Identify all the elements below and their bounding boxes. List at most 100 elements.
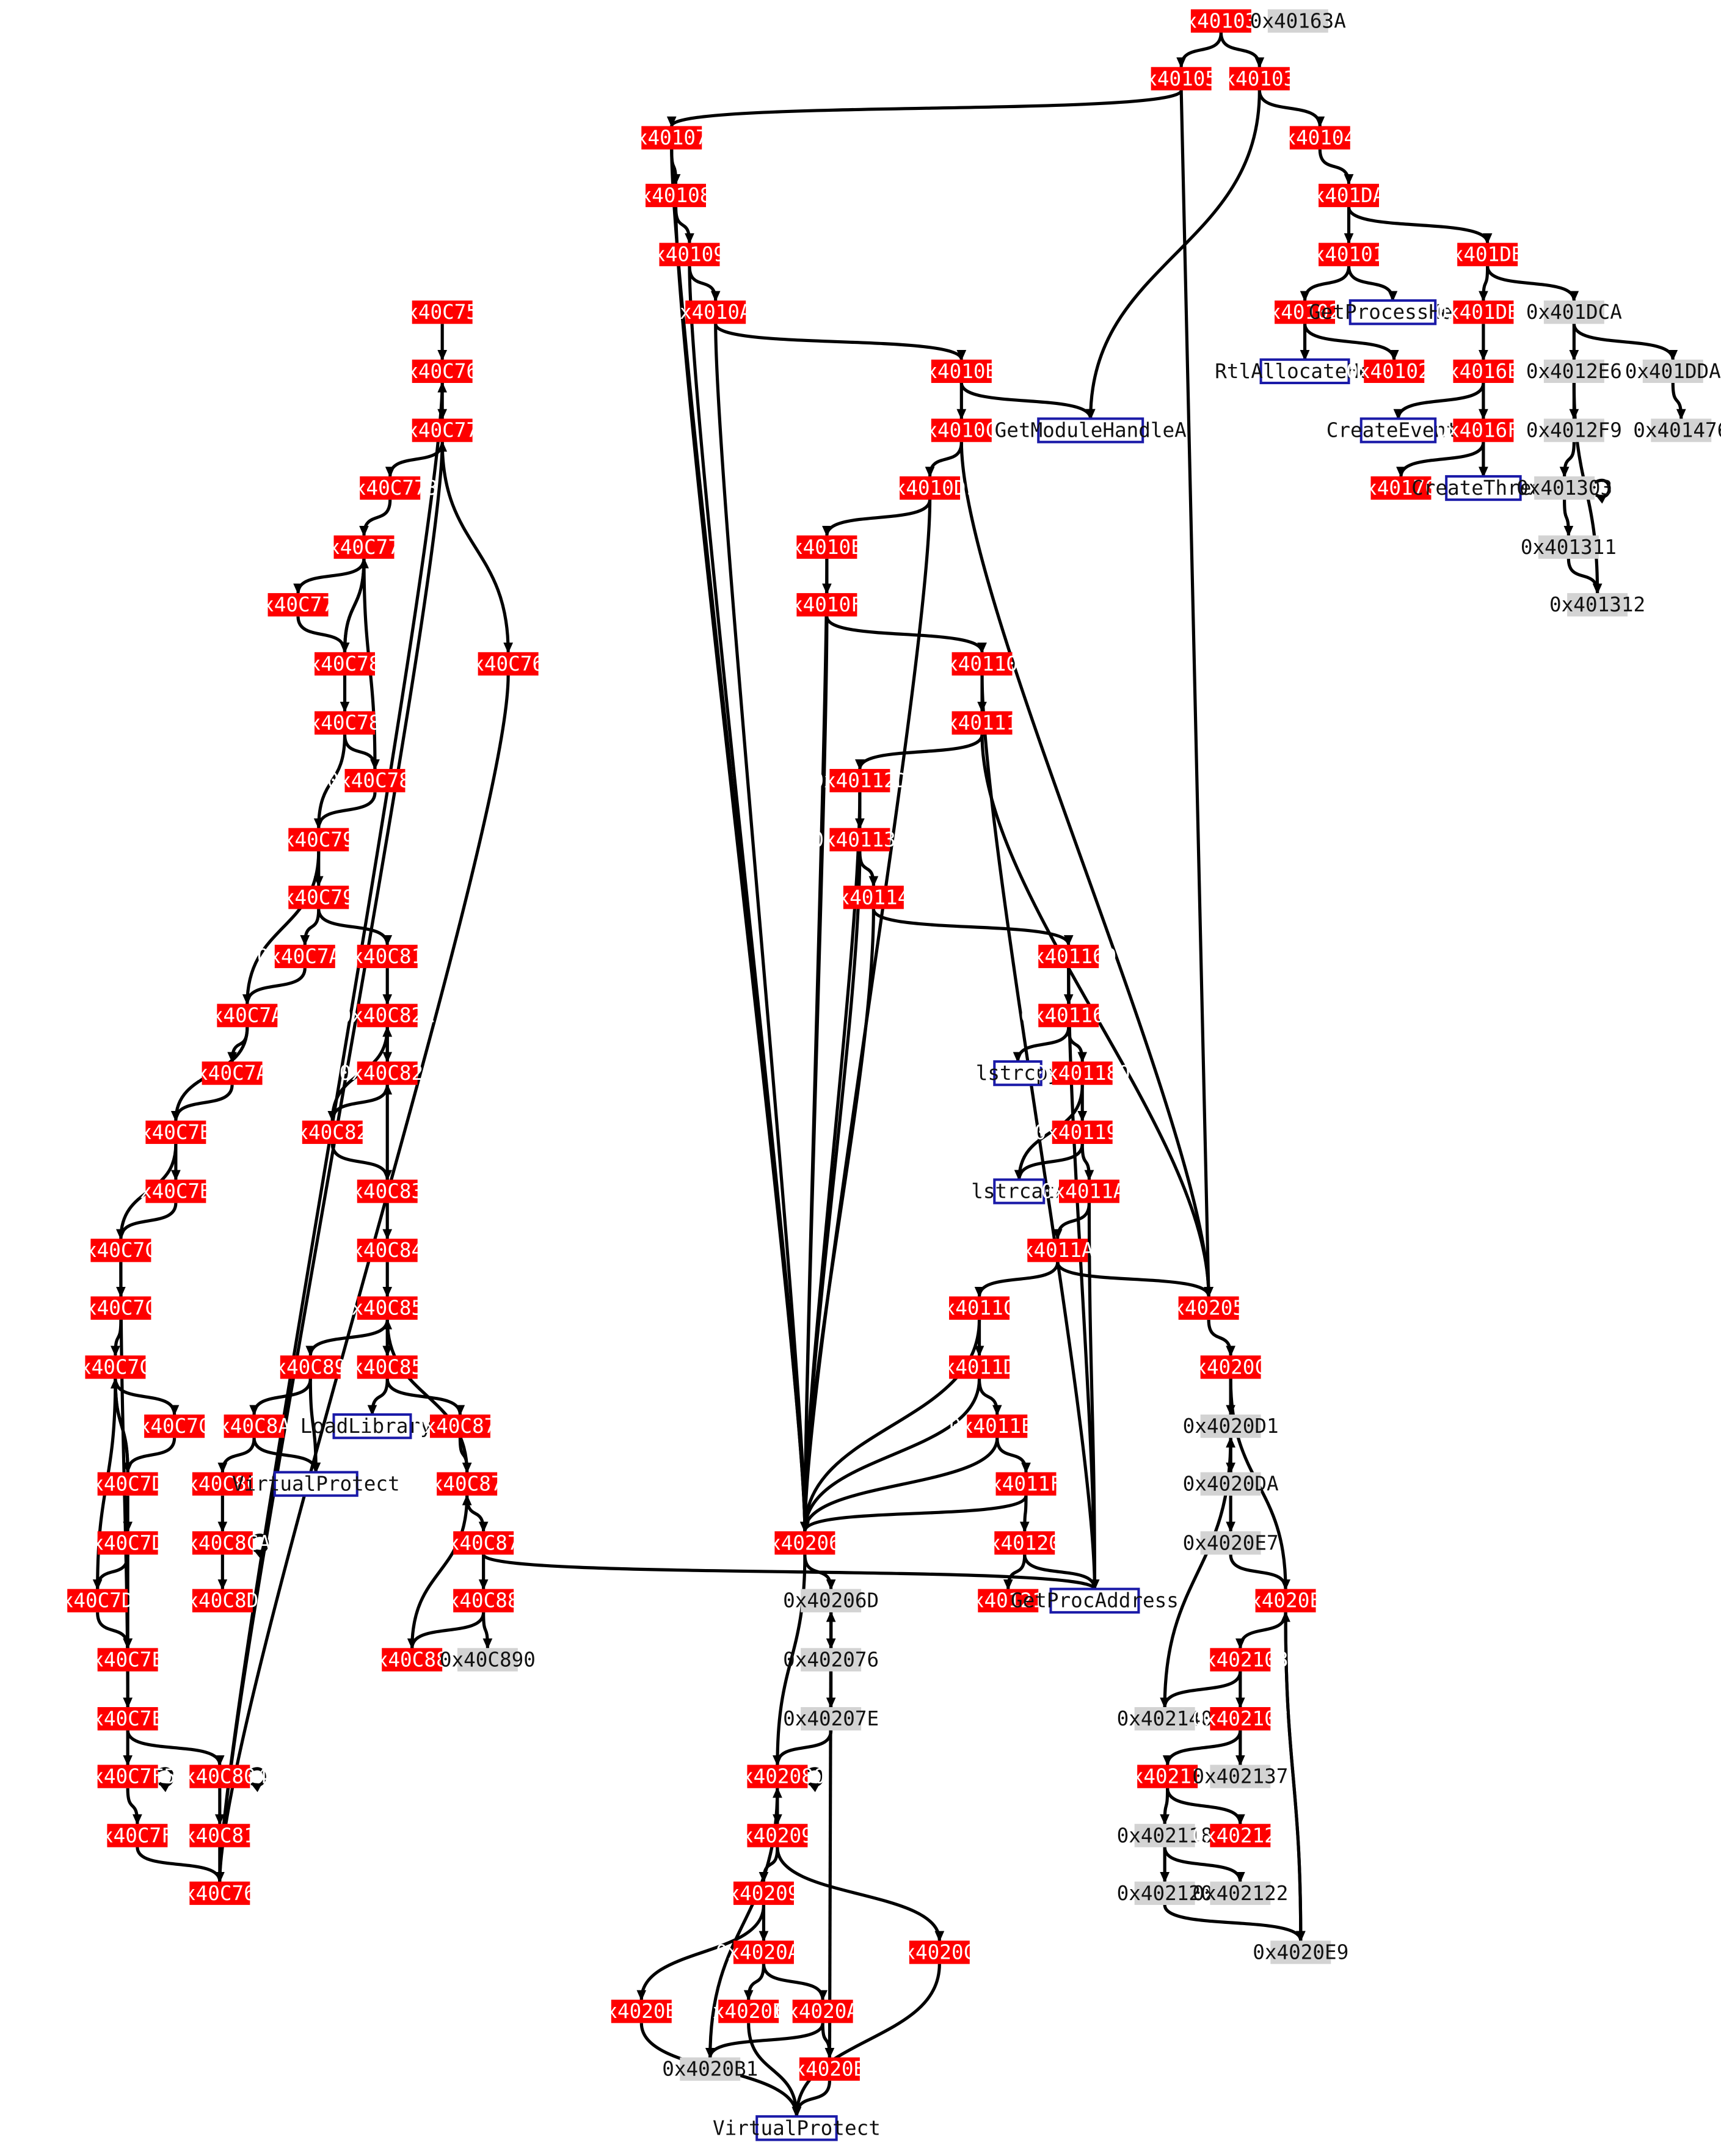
block-node-401160[interactable]: 0x401160 [1021, 944, 1116, 969]
block-node-40c81a[interactable]: 0x40C81A [340, 944, 435, 969]
block-node-40210c[interactable]: 0x40210C [1192, 1707, 1288, 1731]
block-node-40112d[interactable]: 0x40112D [812, 768, 908, 793]
block-node-4020d1[interactable]: 0x4020D1 [1183, 1415, 1279, 1438]
block-node-40c79b[interactable]: 0x40C79B [271, 886, 366, 909]
block-node-40c7a6[interactable]: 0x40C7A6 [257, 944, 353, 969]
block-node-40c76a[interactable]: 0x40C76A [395, 359, 490, 384]
block-node-401312[interactable]: 0x401312 [1549, 593, 1645, 617]
api-node-loadlibrarya[interactable]: LoadLibraryA [300, 1413, 445, 1440]
block-node-40113e[interactable]: 0x40113E [812, 828, 908, 851]
block-node-401070[interactable]: 0x401070 [624, 126, 719, 150]
api-node-lstrcata[interactable]: lstrcatA [971, 1178, 1068, 1204]
block-node-40c766[interactable]: 0x40C766 [172, 1881, 267, 1905]
block-node-40c78b[interactable]: 0x40C78B [327, 768, 423, 793]
block-node-40c750[interactable]: 0x40C750 [395, 300, 490, 324]
block-node-402080[interactable]: 0x402080 [729, 1764, 825, 1788]
block-node-40c7e1[interactable]: 0x40C7E1 [80, 1648, 176, 1672]
block-node-40c7d0[interactable]: 0x40C7D0 [80, 1472, 176, 1496]
block-node-4012e6[interactable]: 0x4012E6 [1526, 359, 1622, 384]
block-node-40c760[interactable]: 0x40C760 [460, 652, 556, 676]
block-node-4020ee[interactable]: 0x4020EE [1238, 1589, 1334, 1612]
block-node-40c7c0[interactable]: 0x40C7C0 [73, 1239, 169, 1262]
block-node-4020aa[interactable]: 0x4020AA [775, 2000, 871, 2023]
block-node-4016e1[interactable]: 0x4016E1 [1435, 359, 1531, 384]
block-node-40c822[interactable]: 0x40C822 [340, 1003, 435, 1027]
block-node-40163a[interactable]: 0x40163A [1250, 9, 1346, 33]
block-node-40c870[interactable]: 0x40C870 [412, 1415, 508, 1438]
block-node-4011d3[interactable]: 0x4011D3 [931, 1355, 1027, 1379]
block-node-401092[interactable]: 0x401092 [641, 242, 738, 266]
block-node-402122[interactable]: 0x402122 [1192, 1881, 1288, 1905]
block-node-40c813[interactable]: 0x40C813 [172, 1824, 267, 1848]
block-node-40c7c5[interactable]: 0x40C7C5 [67, 1355, 163, 1379]
api-node-getprocessheap[interactable]: GetProcessHeap [1309, 299, 1477, 326]
block-node-401194[interactable]: 0x401194 [1035, 1120, 1130, 1144]
block-node-40c878[interactable]: 0x40C878 [435, 1531, 531, 1555]
block-node-40c7ac[interactable]: 0x40C7AC [184, 1062, 280, 1085]
block-node-40c85a[interactable]: 0x40C85A [340, 1355, 435, 1379]
block-node-401206[interactable]: 0x401206 [977, 1531, 1072, 1555]
block-node-40c7d8[interactable]: 0x40C7D8 [49, 1589, 145, 1612]
block-node-401039[interactable]: 0x401039 [1212, 67, 1308, 90]
block-node-402118[interactable]: 0x402118 [1117, 1824, 1213, 1848]
block-node-40c84e[interactable]: 0x40C84E [340, 1239, 435, 1262]
block-node-401da5[interactable]: 0x401DA5 [1301, 183, 1397, 208]
block-node-4020da[interactable]: 0x4020DA [1183, 1472, 1279, 1496]
block-node-40c77c[interactable]: 0x40C77C [250, 593, 346, 617]
block-node-402108[interactable]: 0x402108 [1192, 1648, 1288, 1672]
api-node-createthread[interactable]: CreateThread [1411, 475, 1555, 501]
block-node-402076[interactable]: 0x402076 [783, 1648, 879, 1672]
api-node-getmodulehandlea[interactable]: GetModuleHandleA [995, 417, 1187, 443]
block-node-40212a[interactable]: 0x40212A [1192, 1824, 1289, 1848]
block-node-40209f[interactable]: 0x40209F [716, 1881, 812, 1905]
block-node-402098[interactable]: 0x402098 [729, 1824, 825, 1848]
block-node-40c82b[interactable]: 0x40C82B [285, 1120, 380, 1144]
api-node-createeventa[interactable]: CreateEventA [1326, 417, 1471, 443]
block-node-40c896[interactable]: 0x40C896 [263, 1355, 358, 1379]
block-node-40c7b3[interactable]: 0x40C7B3 [128, 1120, 224, 1144]
api-node-virtualprotect2[interactable]: VirtualProtect [713, 2115, 881, 2141]
block-node-402060[interactable]: 0x402060 [757, 1531, 853, 1555]
block-node-40c8d0[interactable]: 0x40C8D0 [175, 1589, 271, 1612]
block-node-40c7fe[interactable]: 0x40C7FE [89, 1824, 185, 1848]
block-node-40c890[interactable]: 0x40C890 [440, 1648, 536, 1672]
block-node-402140[interactable]: 0x402140 [1117, 1707, 1213, 1731]
block-node-40c7e4[interactable]: 0x40C7E4 [80, 1707, 176, 1731]
block-node-40c885[interactable]: 0x40C885 [435, 1589, 531, 1612]
block-node-40c827[interactable]: 0x40C827 [340, 1062, 435, 1085]
block-node-4020b3[interactable]: 0x4020B3 [782, 2057, 878, 2081]
block-node-4011c2[interactable]: 0x4011C2 [931, 1296, 1027, 1320]
block-node-402050[interactable]: 0x402050 [1161, 1296, 1257, 1320]
block-node-4011f5[interactable]: 0x4011F5 [978, 1472, 1074, 1496]
block-node-40c794[interactable]: 0x40C794 [271, 828, 366, 851]
block-node-40c789[interactable]: 0x40C789 [297, 711, 393, 735]
block-node-4010a3[interactable]: 0x4010A3 [668, 300, 763, 324]
block-node-401027[interactable]: 0x401027 [1257, 300, 1353, 324]
block-node-4020a3[interactable]: 0x4020A3 [716, 1940, 812, 1964]
block-node-4020bd[interactable]: 0x4020BD [594, 2000, 689, 2023]
block-node-401053[interactable]: 0x401053 [1133, 67, 1229, 90]
block-node-40c7a8[interactable]: 0x40C7A8 [199, 1003, 295, 1027]
block-node-40207e[interactable]: 0x40207E [783, 1707, 879, 1731]
block-node-401180[interactable]: 0x401180 [1035, 1062, 1130, 1085]
block-node-40c804[interactable]: 0x40C804 [172, 1764, 267, 1788]
block-node-401db6[interactable]: 0x401DB6 [1439, 242, 1535, 266]
block-node-4016f2[interactable]: 0x4016F2 [1435, 418, 1531, 442]
block-node-4012f9[interactable]: 0x4012F9 [1526, 418, 1622, 442]
block-node-40c854[interactable]: 0x40C854 [340, 1296, 435, 1320]
block-node-40c8c4[interactable]: 0x40C8C4 [175, 1472, 271, 1496]
block-node-40c778[interactable]: 0x40C778 [316, 535, 412, 559]
block-node-40c8ca[interactable]: 0x40C8CA [175, 1531, 271, 1555]
block-node-402137[interactable]: 0x402137 [1192, 1764, 1288, 1788]
block-node-40114f[interactable]: 0x40114F [826, 886, 922, 909]
block-node-401081[interactable]: 0x401081 [628, 183, 724, 208]
block-node-40111b[interactable]: 0x40111B [934, 711, 1030, 735]
block-node-4020e7[interactable]: 0x4020E7 [1183, 1531, 1279, 1555]
block-node-4020c2[interactable]: 0x4020C2 [892, 1940, 988, 1964]
block-node-401213[interactable]: 0x401213 [960, 1589, 1056, 1612]
block-node-401709[interactable]: 0x401709 [1353, 476, 1449, 500]
api-node-lstrcpy[interactable]: lstrcpy [976, 1060, 1060, 1087]
block-node-40c871[interactable]: 0x40C871 [419, 1472, 515, 1496]
block-node-4020b8[interactable]: 0x4020B8 [700, 2000, 796, 2023]
block-node-4010c5[interactable]: 0x4010C5 [914, 418, 1010, 442]
